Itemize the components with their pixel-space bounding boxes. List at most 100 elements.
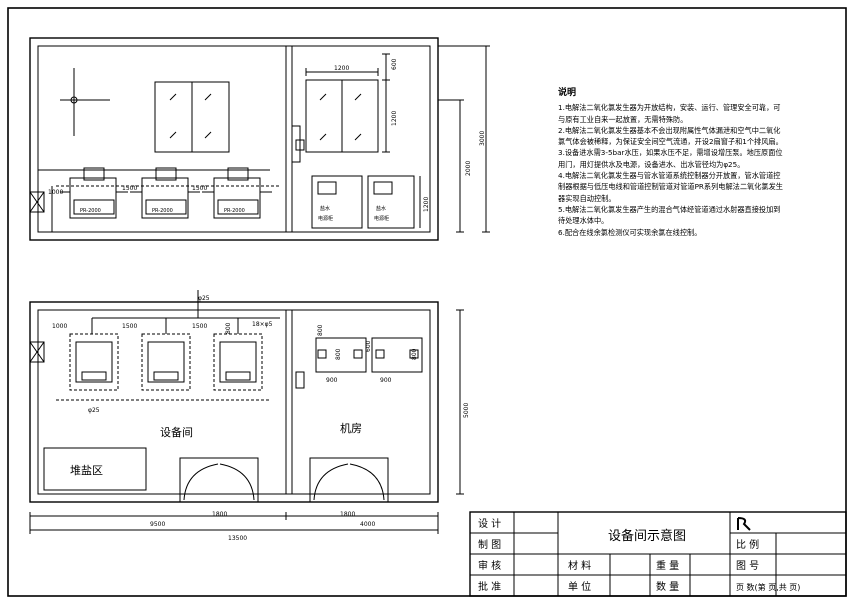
unit-label: 单 位: [568, 580, 591, 593]
pipe-label-a: φ25: [198, 295, 210, 302]
weight-label: 重 量: [656, 559, 679, 572]
glass-mark: [204, 93, 212, 101]
cabinet-label-4: 电源柜: [374, 215, 389, 222]
title-block: [469, 511, 847, 597]
pipe-label-b: φ25: [88, 407, 100, 414]
note-item-1: 1.电解法二氧化氯发生器为开放结构，安装、运行、管理安全可靠，可与原有工业自来一…: [558, 103, 781, 124]
salt-cabinet-1: [311, 175, 363, 229]
dim-600: 600: [391, 58, 398, 70]
top-plan-dim-texts: 1200 600 1200 2000 3000 1000 1500 1500 1…: [48, 58, 486, 212]
notes-panel: 说明 1.电解法二氧化氯发生器为开放结构，安装、运行、管理安全可靠，可与原有工业…: [558, 88, 786, 238]
glass-mark: [204, 131, 212, 139]
column-mark-dot: [70, 96, 78, 104]
drawing-title: 设备间示意图: [608, 528, 686, 544]
cabinet-label-3: 盐水: [376, 205, 386, 212]
wall-box-small: [295, 139, 305, 151]
door-right: [309, 457, 389, 503]
dim-1200: 1200: [334, 65, 349, 72]
drawing-no-label: 图 号: [736, 560, 759, 572]
pipe-label-c: 18×φ5: [252, 321, 273, 328]
dim-1500-b: 1500: [192, 185, 207, 192]
dim-9500: 9500: [150, 521, 165, 528]
glass-mark: [169, 93, 177, 101]
dim-13500: 13500: [228, 535, 247, 542]
glass-mark: [354, 133, 362, 141]
dim-5000: 5000: [463, 403, 470, 418]
dim-800-b: 800: [317, 324, 324, 336]
door-right-swing-b: [349, 463, 385, 501]
note-item-2: 2.电解法二氧化氯发生器基本不会出现附属性气体漏泄和空气中二氧化氯气体会被稀释，…: [558, 125, 783, 147]
company-logo-icon: [737, 517, 751, 531]
dim-800-a: 800: [225, 322, 232, 334]
room-labels: 设备间 机房 堆盐区: [70, 421, 362, 477]
note-item-4: 4.电解法二氧化氯发生器与管水管道系统控制器分开放置，管水管道控制器根据与低压电…: [558, 171, 783, 203]
cabinet-label-1: 盐水: [320, 205, 330, 212]
bottom-plan-dim-texts: 1000 1500 1500 800 800 600 800 800 900 9…: [52, 295, 470, 542]
row-label-review: 审 核: [478, 559, 501, 572]
notes-heading: 说明: [558, 88, 577, 98]
machine-cabinet-1: [315, 337, 367, 373]
salt-area: [43, 447, 147, 491]
bottom-generator-2: [141, 333, 191, 391]
cabinet-part: [317, 349, 327, 359]
generator-unit-2: [130, 167, 200, 219]
top-plan-outer-wall: [29, 37, 439, 241]
dim-1200-right: 1200: [423, 197, 430, 212]
quantity-label: 数 量: [656, 580, 679, 593]
row-label-drafting: 制 图: [478, 538, 501, 551]
generator-unit-1: [60, 167, 128, 219]
glass-mark: [169, 131, 177, 139]
row-label-approve: 批 准: [478, 580, 501, 593]
bottom-generator-3: [213, 333, 263, 391]
dim-2000: 2000: [465, 161, 472, 176]
bottom-plan-inner-wall: [37, 309, 431, 495]
dim-1800-a: 1800: [212, 511, 227, 518]
salt-cabinet-2: [367, 175, 415, 229]
title-block-texts: 设备间示意图 设 计 制 图 审 核 批 准 材 料 单 位 重 量 数 量 比…: [478, 517, 800, 593]
generator-unit-3: [202, 167, 272, 219]
room-machine: 机房: [340, 421, 362, 435]
dim-900-b: 900: [380, 377, 392, 384]
dim-900-a: 900: [326, 377, 338, 384]
dim-1500-a: 1500: [122, 185, 137, 192]
generator-label-1: PR-2000: [80, 208, 101, 214]
dim-1500-d: 1500: [192, 323, 207, 330]
door-left: [179, 457, 259, 503]
top-plan: [29, 37, 490, 241]
door-left-swing-a: [183, 463, 219, 501]
dim-1800-b: 1800: [340, 511, 355, 518]
dim-600-b: 600: [365, 340, 372, 352]
dim-800-c: 800: [335, 348, 342, 360]
row-label-design: 设 计: [478, 517, 501, 530]
exhaust-fan: [29, 191, 45, 213]
machine-cabinet-2: [371, 337, 423, 373]
cabinet-part: [353, 349, 363, 359]
scale-label: 比 例: [736, 538, 759, 551]
generator-label-2: PR-2000: [152, 208, 173, 214]
dim-1500-c: 1500: [122, 323, 137, 330]
room-equipment: 设备间: [160, 425, 193, 439]
dim-800-d: 800: [411, 348, 418, 360]
generator-label-3: PR-2000: [224, 208, 245, 214]
dim-3000: 3000: [479, 131, 486, 146]
page-label: 页 数(第 页,共 页): [736, 582, 800, 592]
dim-1000-b: 1000: [52, 323, 67, 330]
door-right-swing-a: [313, 463, 349, 501]
glass-mark: [319, 93, 327, 101]
door-left-swing-b: [219, 463, 255, 501]
wall-box: [291, 125, 301, 163]
wall-box-bottom: [295, 371, 305, 389]
bottom-plan: [29, 290, 464, 534]
note-item-3: 3.设备进水需3-5bar水压，如果水压不足，需增设增压泵。地压原面位用门，用灯…: [558, 148, 783, 169]
room-salt: 堆盐区: [70, 464, 103, 477]
top-plan-inner-wall: [37, 45, 431, 233]
dim-4000: 4000: [360, 521, 375, 528]
dim-1000: 1000: [48, 189, 63, 196]
material-label: 材 料: [568, 559, 591, 572]
note-item-5: 5.电解法二氧化氯发生器产生的混合气体经管道通过水射器直接投加到待处理水体中。: [558, 204, 781, 226]
bottom-generator-1: [69, 333, 119, 391]
note-item-6: 6.配合在线余氯检测仪可实现余氯在线控制。: [558, 227, 702, 237]
cabinet-part: [409, 349, 419, 359]
generator-labels: PR-2000 PR-2000 PR-2000 盐水 电源柜 盐水 电源柜: [80, 205, 389, 222]
